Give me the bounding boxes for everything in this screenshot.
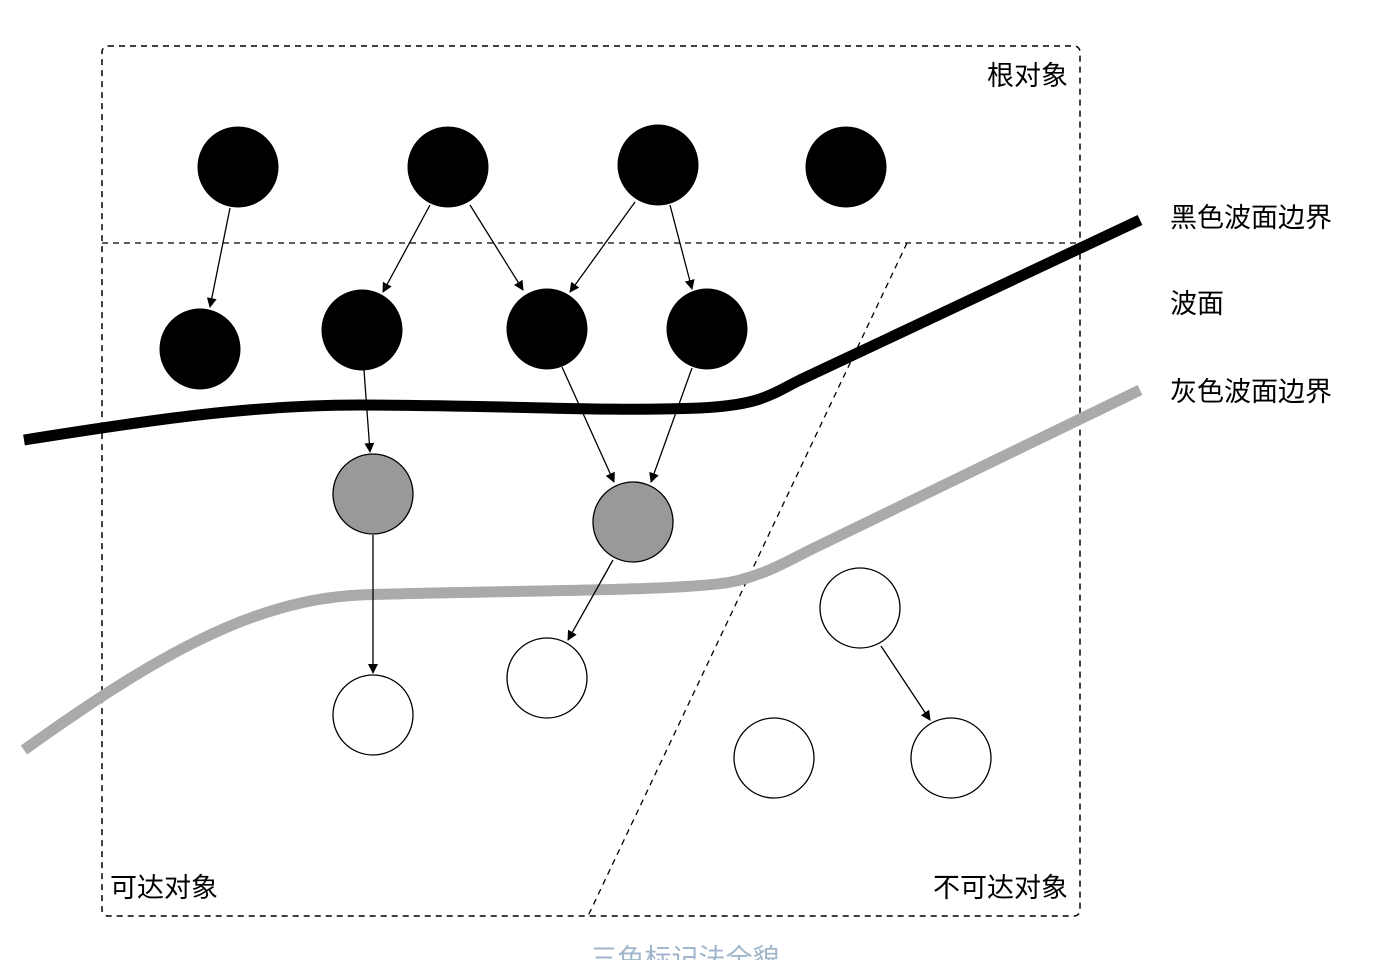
root-objects-label: 根对象 — [987, 61, 1068, 92]
gray-node — [592, 481, 674, 563]
gray-node — [332, 453, 414, 535]
black-node — [407, 126, 489, 208]
edge — [567, 559, 614, 641]
edge — [569, 201, 636, 293]
legend-black-wavefront-boundary: 黑色波面边界 — [1170, 203, 1332, 234]
edge — [880, 645, 931, 721]
gray-wavefront — [20, 385, 1143, 755]
edge — [206, 207, 231, 308]
black-wavefront — [23, 215, 1143, 446]
edge — [561, 366, 615, 483]
black-node — [197, 126, 279, 208]
black-node — [617, 124, 699, 206]
edge — [363, 369, 375, 453]
black-node — [666, 288, 748, 370]
white-node — [819, 567, 901, 649]
edge — [382, 204, 431, 293]
legend-wavefront: 波面 — [1170, 289, 1224, 320]
edge — [649, 367, 693, 483]
black-node — [159, 308, 241, 390]
figure-caption: 三色标记法全貌 — [591, 944, 780, 960]
reachable-objects-label: 可达对象 — [110, 873, 218, 904]
white-node — [332, 674, 414, 756]
white-node — [733, 717, 815, 799]
black-node — [321, 289, 403, 371]
white-node — [506, 637, 588, 719]
unreachable-objects-label: 不可达对象 — [933, 873, 1068, 904]
black-node — [506, 288, 588, 370]
legend-gray-wavefront-boundary: 灰色波面边界 — [1170, 377, 1332, 408]
heap-boundary — [101, 45, 1081, 917]
edge — [669, 204, 695, 290]
edge — [469, 204, 524, 291]
black-node — [805, 126, 887, 208]
white-node — [910, 717, 992, 799]
